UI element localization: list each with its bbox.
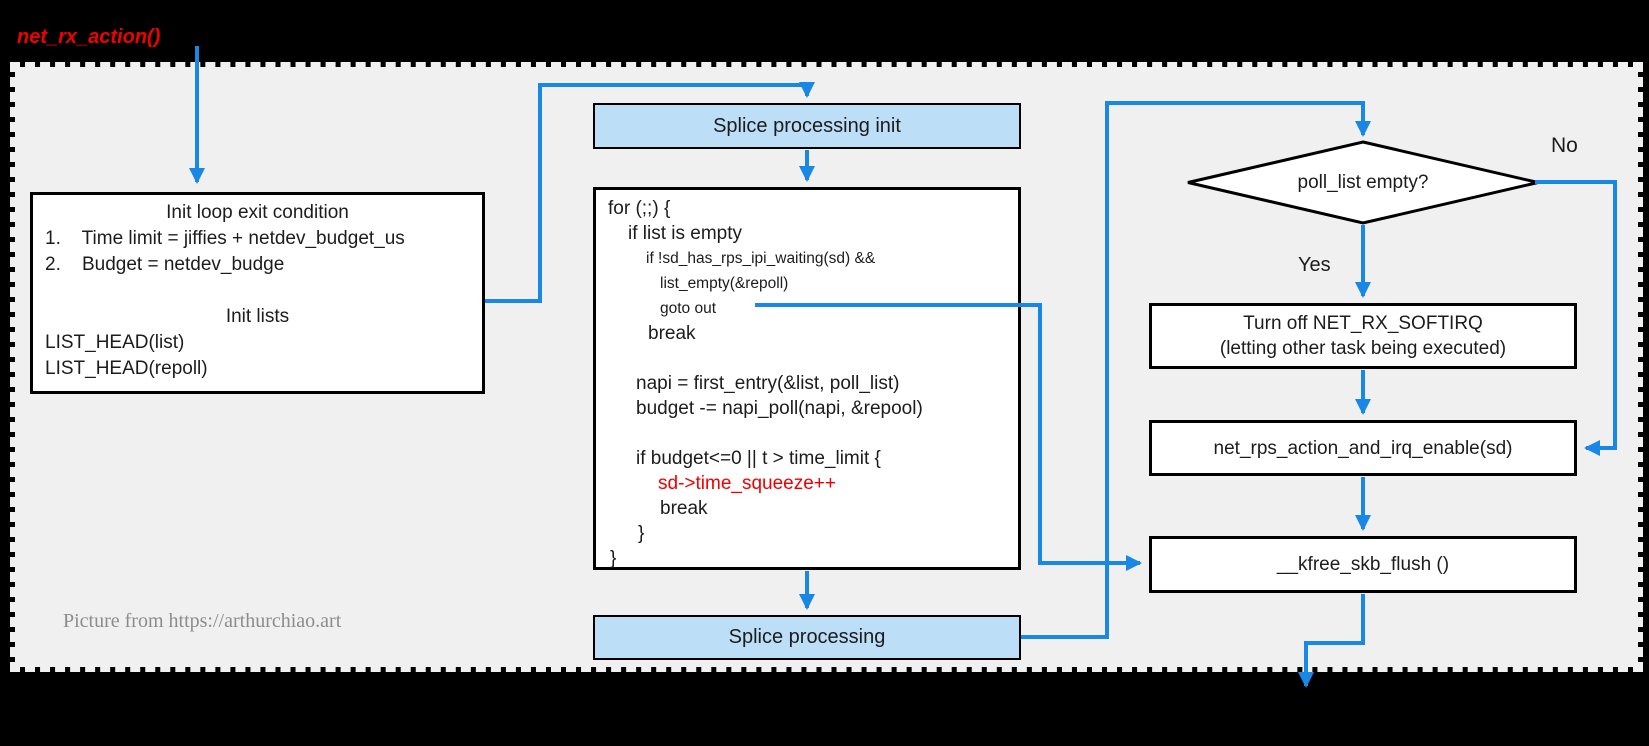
net-rps-action-label: net_rps_action_and_irq_enable(sd) [1213,437,1513,459]
code-line-time-squeeze: sd->time_squeeze++ [658,473,836,494]
init-box-item-1: 1. Time limit = jiffies + netdev_budget_… [45,228,405,249]
splice-processing-init-box: Splice processing init [593,103,1021,149]
code-line: for (;;) { [608,198,671,219]
net-rps-action-box: net_rps_action_and_irq_enable(sd) [1149,420,1577,476]
decision-no-label: No [1551,134,1578,157]
turn-off-softirq-box: Turn off NET_RX_SOFTIRQ (letting other t… [1149,303,1577,369]
splice-processing-init-label: Splice processing init [713,114,901,137]
code-line-blank [608,421,1006,446]
init-list-head-repoll: LIST_HEAD(repoll) [45,358,208,379]
splice-processing-box: Splice processing [593,615,1021,660]
poll-loop-code-box: for (;;) { if list is empty if !sd_has_r… [593,187,1021,570]
init-lists-title: Init lists [225,306,290,327]
code-line: napi = first_entry(&list, poll_list) [636,373,900,394]
code-line: break [648,323,696,344]
decision-yes-label: Yes [1298,254,1331,276]
turn-off-softirq-line2: (letting other task being executed) [1219,338,1507,359]
kfree-skb-flush-box: __kfree_skb_flush () [1149,536,1577,593]
code-line: } [638,523,645,544]
init-box-title: Init loop exit condition [166,202,349,223]
code-line-blank [608,346,1006,371]
splice-processing-label: Splice processing [728,626,886,648]
code-line: list_empty(&repoll) [660,275,789,292]
kfree-skb-flush-label: __kfree_skb_flush () [1276,554,1450,575]
code-line: break [660,498,708,519]
turn-off-softirq-line1: Turn off NET_RX_SOFTIRQ [1243,313,1483,334]
function-name-label: net_rx_action() [17,26,161,48]
code-line: budget -= napi_poll(napi, &repool) [636,398,923,419]
code-line: } [610,548,617,569]
init-list-head-list: LIST_HEAD(list) [45,332,185,353]
code-line: if !sd_has_rps_ipi_waiting(sd) && [646,250,876,267]
code-line: if list is empty [628,223,743,244]
watermark-text: Picture from https://arthurchiao.art [63,610,342,632]
code-line: if budget<=0 || t > time_limit { [636,448,881,469]
init-conditions-box: Init loop exit condition 1. Time limit =… [30,192,485,394]
code-line-goto-out: goto out [660,300,717,317]
init-box-spacer [45,278,470,304]
init-box-item-2: 2. Budget = netdev_budge [45,254,285,275]
decision-label: poll_list empty? [1297,171,1429,193]
